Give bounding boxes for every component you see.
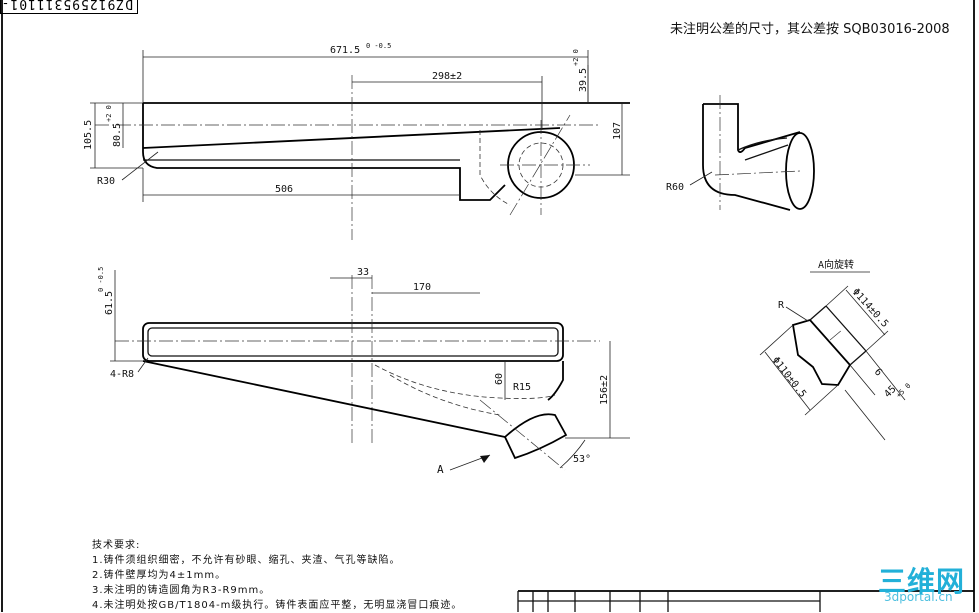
- svg-text:+2 0: +2 0: [572, 49, 580, 66]
- side-view-end-ellipse: [785, 132, 815, 210]
- tech-line: 1.铸件须组织细密，不允许有砂眼、缩孔、夹渣、气孔等缺陷。: [92, 555, 401, 566]
- top-view-taper-line: [142, 127, 561, 149]
- top-view-center-diag: [509, 114, 571, 216]
- svg-text:0 -0.5: 0 -0.5: [97, 267, 105, 292]
- svg-text:0 -0.5: 0 -0.5: [366, 42, 391, 50]
- dim-top-offset-text: 39.5: [578, 68, 589, 92]
- dim-170-text: 170: [413, 282, 431, 293]
- dim-radius-bottom-text: R30: [97, 176, 115, 187]
- dim-corner-radii-text: 4-R8: [110, 369, 134, 380]
- tech-line: 2.铸件壁厚均为4±1mm。: [92, 570, 227, 581]
- svg-text:+2 0: +2 0: [105, 105, 113, 122]
- dim-mid-text: 298±2: [432, 71, 462, 82]
- logo-text: 三维网: [878, 565, 966, 598]
- dim-radius-side-text: R60: [666, 182, 684, 193]
- plan-view-bar-outer: [142, 322, 564, 362]
- dim-inner-height-text: 80.5: [112, 123, 123, 147]
- plan-view-outlet: [503, 413, 568, 460]
- plan-view-arm: [142, 360, 564, 438]
- tech-line: 3.未注明的铸造圆角为R3-R9mm。: [92, 585, 271, 596]
- dim-height-right-text: 107: [612, 122, 623, 140]
- tech-line: 4.未注明处按GB/T1804-m级执行。铸件表面应平整，无明显浇冒口痕迹。: [92, 600, 463, 611]
- svg-text:+5 0: +5 0: [895, 382, 913, 400]
- dim-60-text: 60: [494, 373, 505, 385]
- arrow-a-label: A: [437, 463, 444, 476]
- dim-top-height2-text: 61.5: [104, 291, 115, 315]
- plan-view-bar-inner: [147, 327, 559, 357]
- side-view: R60: [666, 95, 815, 211]
- dim-6-text: 6: [872, 367, 884, 379]
- tolerance-note: 未注明公差的尺寸，其公差按 SQB03016-2008: [670, 22, 950, 37]
- watermark-logo: 三维网 3dportal.cn: [878, 560, 973, 608]
- dim-sec-r-text: R: [778, 300, 785, 311]
- dim-angle-text: 53°: [573, 454, 591, 465]
- title-block: [517, 590, 974, 612]
- dim-114-text: Φ114±0.5: [850, 287, 890, 330]
- technical-requirements: 技术要求: 1.铸件须组织细密，不允许有砂眼、缩孔、夹渣、气孔等缺陷。 2.铸件…: [92, 538, 462, 613]
- top-view-outline: [142, 102, 630, 201]
- dim-156-text: 156±2: [599, 375, 610, 405]
- dim-r15-text: R15: [513, 382, 531, 393]
- plan-view: 33 170 61.5 0 -0.5 4-R8 60 R15 156±2 53°…: [97, 267, 630, 476]
- tech-title: 技术要求:: [92, 540, 141, 551]
- dim-height-left-text: 105.5: [83, 120, 94, 150]
- top-view-hidden-edge: [479, 130, 511, 206]
- side-view-outline: [702, 103, 801, 211]
- dim-33-text: 33: [357, 267, 369, 278]
- section-profile: [791, 318, 852, 386]
- top-view: 671.5 0 -0.5 298±2 39.5 +2 0 105.5 80.5 …: [83, 42, 630, 240]
- dim-overall-text: 671.5: [330, 45, 360, 56]
- dim-110-text: Φ110±0.5: [770, 355, 808, 400]
- logo-url: 3dportal.cn: [884, 590, 953, 604]
- dim-lower-length-text: 506: [275, 184, 293, 195]
- section-view-a: A向旋转 Φ114±0.5 Φ110±0.5 6 45 +5 0 R: [759, 258, 913, 441]
- view-label: A向旋转: [818, 258, 854, 271]
